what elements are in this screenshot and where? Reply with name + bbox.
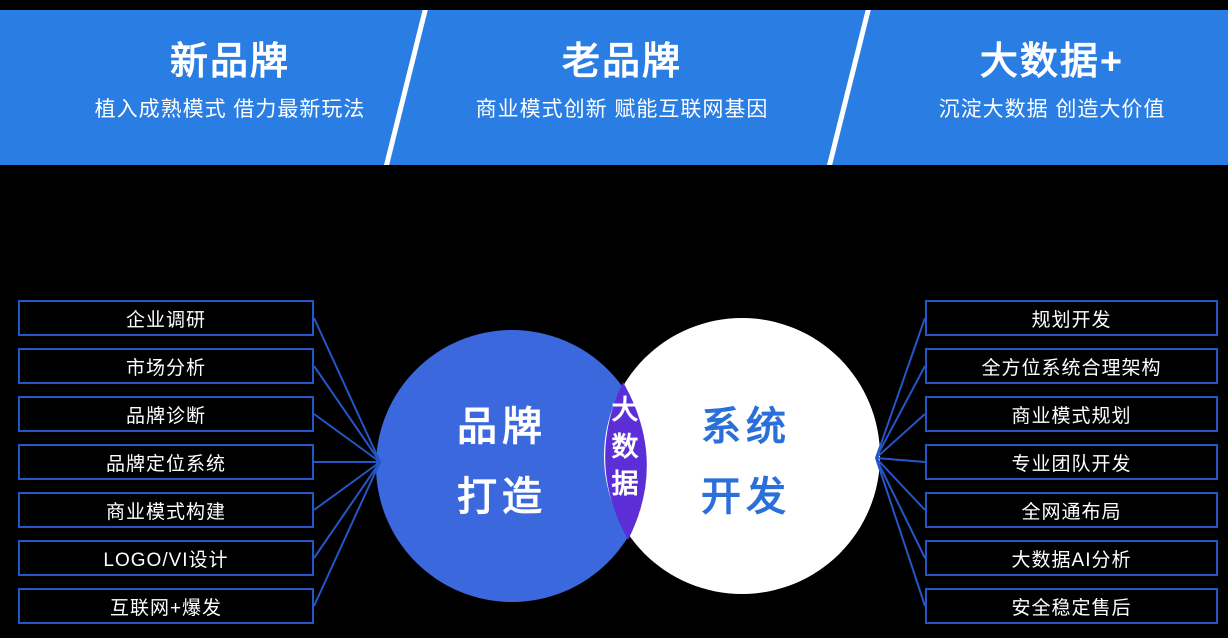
left-connector-lines xyxy=(313,317,381,607)
left-item-box: 企业调研 xyxy=(18,300,314,336)
venn-center-char: 据 xyxy=(611,469,639,499)
right-item-box: 商业模式规划 xyxy=(925,396,1218,432)
connector-line xyxy=(313,365,381,463)
connector-line xyxy=(875,365,926,459)
connector-line xyxy=(313,413,381,463)
left-item-box: 品牌诊断 xyxy=(18,396,314,432)
banner-title-old-brand: 老品牌 xyxy=(561,41,682,83)
top-banner: 新品牌 植入成熟模式 借力最新玩法 老品牌 商业模式创新 赋能互联网基因 大数据… xyxy=(0,10,1228,165)
venn-right-label-line2: 开发 xyxy=(701,475,791,519)
left-item-box: 品牌定位系统 xyxy=(18,444,314,480)
venn-right-label: 系统 开发 xyxy=(646,392,846,532)
left-item-box: 商业模式构建 xyxy=(18,492,314,528)
connector-line xyxy=(313,461,381,607)
venn-left-label: 品牌 打造 xyxy=(402,392,602,532)
connector-line xyxy=(313,461,381,511)
left-item-box: 互联网+爆发 xyxy=(18,588,314,624)
left-item-box: LOGO/VI设计 xyxy=(18,540,314,576)
right-item-box: 专业团队开发 xyxy=(925,444,1218,480)
right-item-box: 全网通布局 xyxy=(925,492,1218,528)
connector-line xyxy=(875,457,926,559)
banner-subtitle-big-data: 沉淀大数据 创造大价值 xyxy=(938,98,1166,121)
connector-line xyxy=(875,457,926,607)
banner-subtitle-old-brand: 商业模式创新 赋能互联网基因 xyxy=(475,98,769,121)
banner-title-new-brand: 新品牌 xyxy=(169,41,290,83)
venn-left-label-line1: 品牌 xyxy=(457,405,547,449)
left-item-box: 市场分析 xyxy=(18,348,314,384)
venn-center-char: 数 xyxy=(611,432,639,462)
connector-line xyxy=(875,457,926,463)
connector-line xyxy=(875,317,926,459)
venn-right-label-line1: 系统 xyxy=(701,405,791,449)
venn-circle-brand xyxy=(376,330,648,602)
right-item-box: 全方位系统合理架构 xyxy=(925,348,1218,384)
banner-section-old-brand: 老品牌 商业模式创新 赋能互联网基因 xyxy=(412,10,832,165)
connector-line xyxy=(313,317,381,463)
connector-line xyxy=(313,461,381,559)
venn-left-label-line2: 打造 xyxy=(457,475,547,519)
banner-section-new-brand: 新品牌 植入成熟模式 借力最新玩法 xyxy=(20,10,440,165)
banner-section-big-data: 大数据+ 沉淀大数据 创造大价值 xyxy=(868,10,1228,165)
connector-line xyxy=(875,457,926,511)
right-item-box: 大数据AI分析 xyxy=(925,540,1218,576)
venn-center-label: 大 数 据 xyxy=(601,392,649,503)
right-item-box: 安全稳定售后 xyxy=(925,588,1218,624)
right-connector-lines xyxy=(875,317,926,607)
banner-title-big-data: 大数据+ xyxy=(979,41,1125,83)
right-item-box: 规划开发 xyxy=(925,300,1218,336)
venn-circle-system xyxy=(604,318,880,594)
banner-subtitle-new-brand: 植入成熟模式 借力最新玩法 xyxy=(94,98,366,121)
venn-center-char: 大 xyxy=(611,395,639,425)
connector-line xyxy=(875,413,926,459)
